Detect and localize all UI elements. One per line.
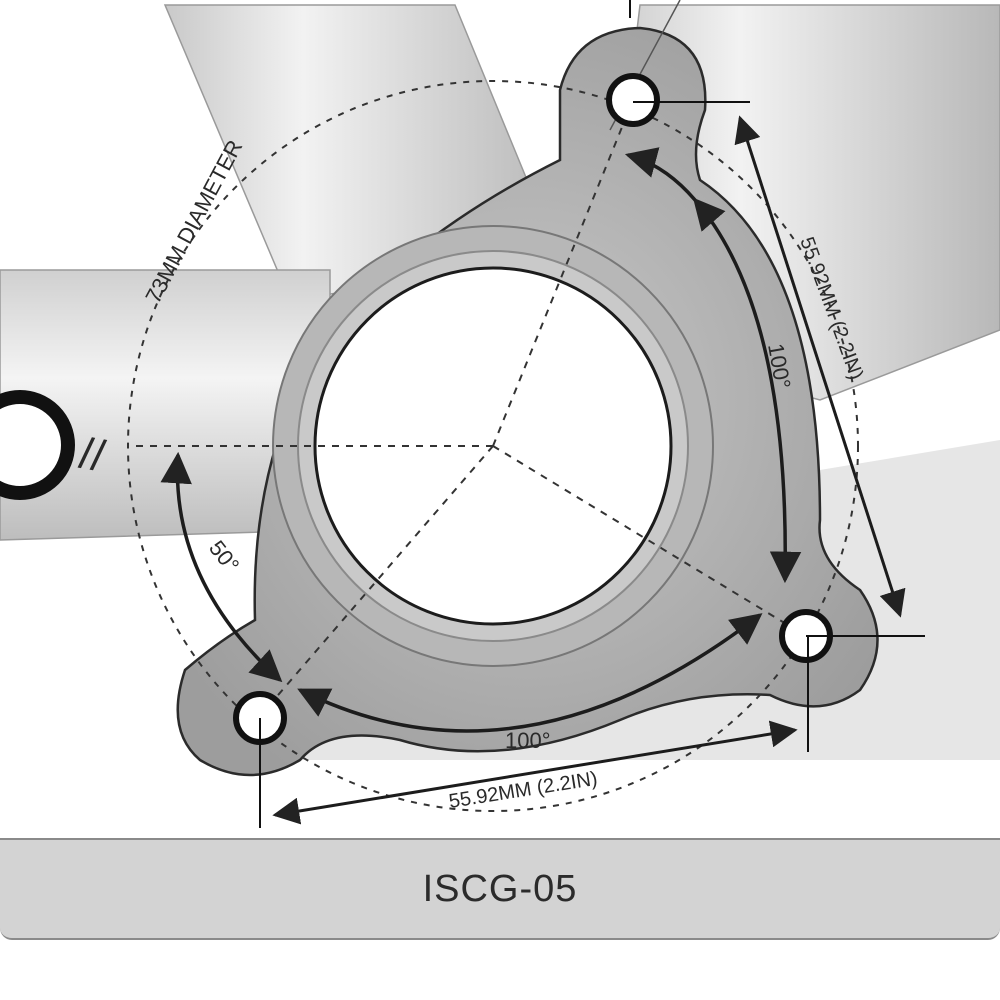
angle-label-bottom: 100° (505, 728, 551, 753)
caption-label: ISCG-05 (422, 867, 578, 910)
mount-hole-right (779, 609, 925, 752)
arc-angle-top-right-head (624, 147, 697, 202)
caption-bar: ISCG-05 (0, 838, 1000, 940)
mount-hole-top (606, 0, 750, 127)
dimension-line-bottom (272, 720, 798, 825)
mount-hole-left (233, 691, 287, 828)
dimension-line-right (734, 115, 906, 618)
arc-angle-left (160, 451, 283, 683)
axle-hole (0, 390, 75, 500)
